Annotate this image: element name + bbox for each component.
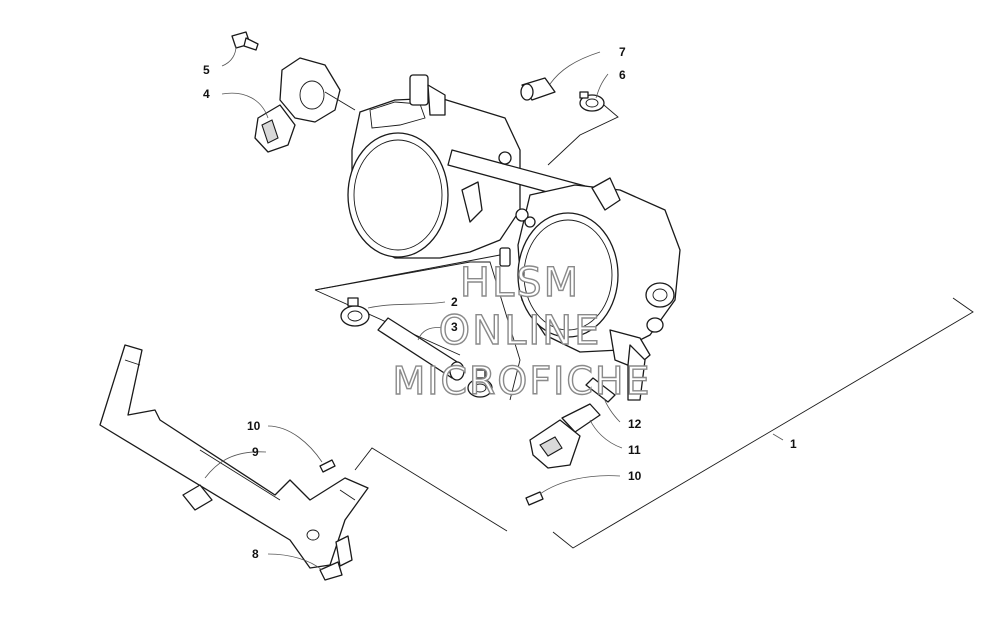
throttle-position-sensor-part-4[interactable]	[254, 57, 356, 153]
callout-2: 2	[451, 295, 458, 309]
clamp-part-2-upper[interactable]	[340, 297, 370, 327]
leader-lines	[204, 45, 784, 571]
assembly-bracket-connector	[547, 99, 619, 166]
callout-6: 6	[619, 68, 626, 82]
callout-7: 7	[619, 45, 626, 59]
callout-10-upper: 10	[247, 419, 261, 433]
watermark-line-1: HLSM	[460, 260, 580, 306]
screw-part-5[interactable]	[231, 31, 259, 51]
callout-8: 8	[252, 547, 259, 561]
callout-10-lower: 10	[628, 469, 642, 483]
o-ring-part-10-lower[interactable]	[525, 491, 544, 506]
hose-part-12[interactable]	[585, 377, 616, 403]
callout-11: 11	[628, 443, 641, 457]
bolt-part-8[interactable]	[319, 535, 353, 581]
cap-part-7[interactable]	[520, 77, 556, 101]
watermark: HLSM ONLINE MICROFICHE	[392, 259, 651, 403]
callout-labels: 1 2 3 4 5 6 7 8 9 10 10 11 12	[203, 45, 797, 561]
clamp-part-6[interactable]	[579, 91, 605, 112]
hose-part-3[interactable]	[377, 317, 465, 381]
callout-12: 12	[628, 417, 642, 431]
fuel-injector-part-11[interactable]	[529, 403, 601, 469]
o-ring-part-10-upper[interactable]	[319, 459, 336, 473]
hose-bracket-2-3	[314, 261, 521, 401]
hose-bracket-mid	[314, 254, 501, 291]
callout-5: 5	[203, 63, 210, 77]
callout-9: 9	[252, 445, 259, 459]
clamp-part-2-lower[interactable]	[467, 369, 493, 398]
callout-1: 1	[790, 437, 797, 451]
assembly-bracket-1	[552, 297, 974, 549]
callout-4: 4	[203, 87, 210, 101]
watermark-line-3: MICROFICHE	[392, 359, 651, 403]
assembly-bracket-1-left	[354, 447, 508, 532]
callout-3: 3	[451, 320, 458, 334]
watermark-line-2: ONLINE	[439, 308, 602, 354]
throttle-body-assembly[interactable]	[347, 74, 681, 401]
fuel-rail-part-9[interactable]	[99, 344, 369, 569]
